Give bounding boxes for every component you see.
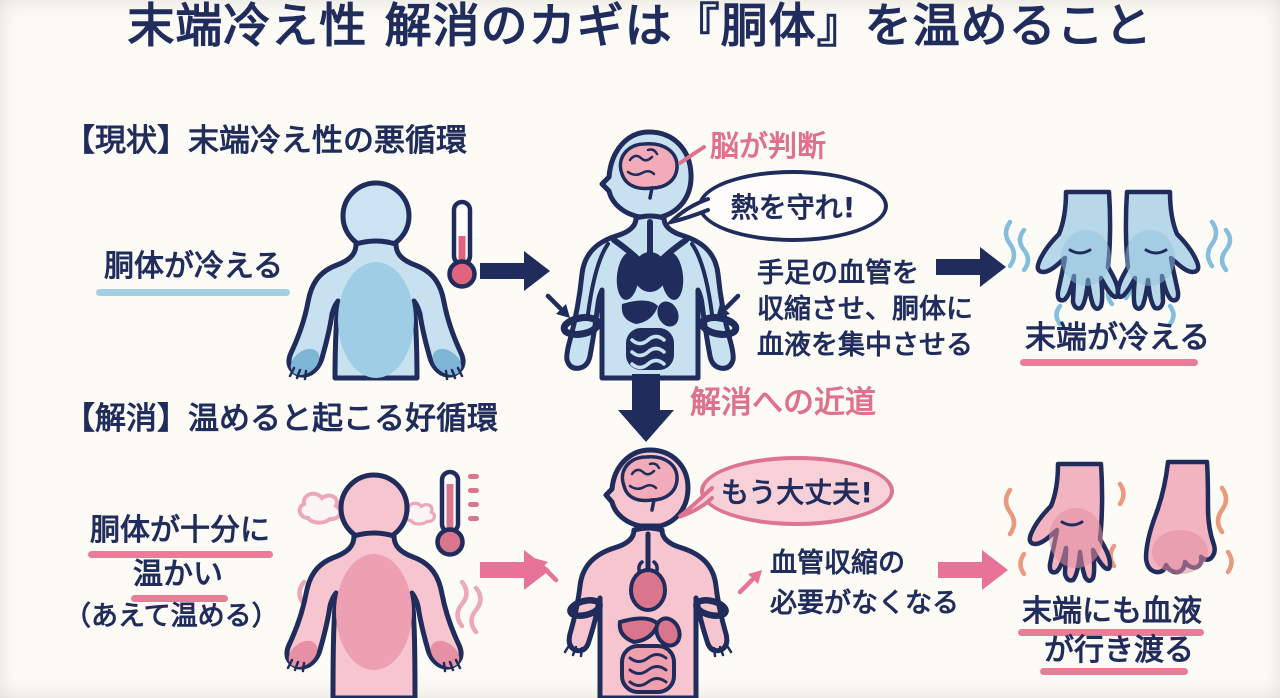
cold-shiver-lines (1003, 219, 1233, 327)
thermometer-low-icon (447, 199, 477, 289)
good-mechanism-line1: 血管収縮の (770, 548, 905, 579)
warm-torso-core (336, 554, 412, 670)
arrow-right-pink-icon (936, 546, 1010, 594)
small-arrow-up-right-pink-icon (736, 568, 764, 596)
brain-icon (618, 142, 679, 200)
torso-warm-label-line1: 胴体が十分に (90, 513, 270, 548)
bad-mechanism-line3: 血液を集中させる (757, 330, 973, 361)
arrow-right-icon (478, 247, 552, 295)
internal-organs (617, 558, 682, 694)
small-arrow-down-right-icon (544, 292, 572, 320)
cold-torso-core (338, 262, 414, 378)
thermometer-high-icon (435, 469, 479, 557)
brain-icon (620, 455, 679, 512)
warm-body-organs-illustration (548, 438, 748, 698)
torso-warm-label-line2: 温かい (133, 557, 223, 592)
cold-person-illustration (286, 174, 488, 381)
blood-reaches-label-line1: 末端にも血液 (1022, 594, 1202, 629)
cold-hands-illustration (1000, 188, 1236, 327)
steam-puff-icon (403, 501, 437, 526)
blood-reaches-underline2 (1040, 668, 1188, 675)
bad-cycle-header: 【現状】末端冷え性の悪循環 (64, 123, 467, 159)
speech-bubble-tail (674, 486, 714, 520)
extremities-cold-label: 末端が冷える (1025, 320, 1211, 356)
page-title: 末端冷え性 解消のカギは『胴体』を温めること (127, 0, 1153, 54)
steam-puff-icon (297, 491, 343, 525)
speech-bubble-protect-heat: 熱を守れ! (698, 170, 888, 242)
speech-bubble-text: 熱を守れ! (730, 191, 856, 224)
warm-person-illustration (282, 450, 492, 698)
good-cycle-header: 【解消】温めると起こる好循環 (64, 401, 498, 437)
warm-hand-foot-illustration (1000, 458, 1240, 600)
extremities-cold-underline (1020, 359, 1198, 366)
arrow-down-icon (612, 372, 680, 444)
brain-pointer-line (676, 143, 708, 167)
arrow-right-pink-icon (478, 546, 552, 594)
bad-mechanism-line1: 手足の血管を (757, 258, 919, 289)
good-mechanism-text: 血管収縮の 必要がなくなる (770, 544, 959, 624)
blood-reaches-underline1 (1018, 629, 1204, 636)
warmth-wave-lines (1003, 481, 1234, 577)
torso-cold-label: 胴体が冷える (104, 249, 284, 284)
small-arrow-up-left-pink-icon (532, 556, 560, 584)
torso-cold-underline (96, 289, 290, 296)
bad-mechanism-line2: 収縮させ、胴体に (757, 294, 973, 325)
good-mechanism-line2: 必要がなくなる (770, 588, 959, 619)
blood-reaches-label-line2: が行き渡る (1044, 633, 1194, 668)
constriction-bands (560, 314, 740, 338)
cold-body-organs-illustration (552, 128, 748, 381)
speech-bubble-text: もう大丈夫! (721, 476, 873, 509)
bad-mechanism-text: 手足の血管を 収縮させ、胴体に 血液を集中させる (757, 256, 973, 364)
arrow-right-icon (934, 243, 1008, 291)
small-arrow-down-left-icon (714, 292, 742, 320)
torso-warm-underline1 (88, 551, 273, 558)
transition-label: 解消への近道 (690, 385, 876, 421)
speech-bubble-all-good: もう大丈夫! (700, 456, 894, 526)
relaxed-bands (567, 597, 729, 619)
torso-warm-note: （あえて温める） (64, 601, 279, 632)
torso-warm-underline2 (131, 595, 228, 602)
speech-bubble-tail (664, 196, 710, 226)
brain-decides-label: 脳が判断 (710, 129, 827, 163)
